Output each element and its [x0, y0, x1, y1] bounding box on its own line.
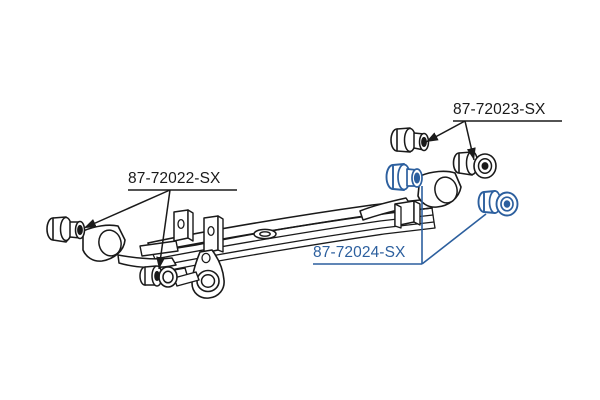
- part-label-87-72024-SX: 87-72024-SX: [313, 244, 406, 261]
- mounting-bracket-right: [203, 215, 224, 254]
- part-label-87-72022-SX: 87-72022-SX: [128, 170, 221, 187]
- bushing-upper-rear-right: [452, 150, 497, 179]
- leader-group-87-72022-SX: [83, 189, 237, 270]
- bushing-left-outer: [46, 216, 86, 243]
- mounting-bracket-left: [173, 209, 194, 242]
- leader-group-87-72024-SX: [313, 186, 487, 265]
- part-label-87-72023-SX: 87-72023-SX: [453, 101, 546, 118]
- spring-end-seat-block: [394, 200, 421, 229]
- bushing-highlighted-right: [477, 190, 519, 217]
- control-arm-right: [359, 170, 462, 221]
- spring-center-bolt: [253, 228, 277, 240]
- leader-group-87-72023-SX: [425, 120, 562, 161]
- bushing-shackle-lower: [139, 265, 178, 288]
- bushing-highlighted-upper: [385, 163, 423, 191]
- bushing-upper-rear-left: [390, 127, 430, 153]
